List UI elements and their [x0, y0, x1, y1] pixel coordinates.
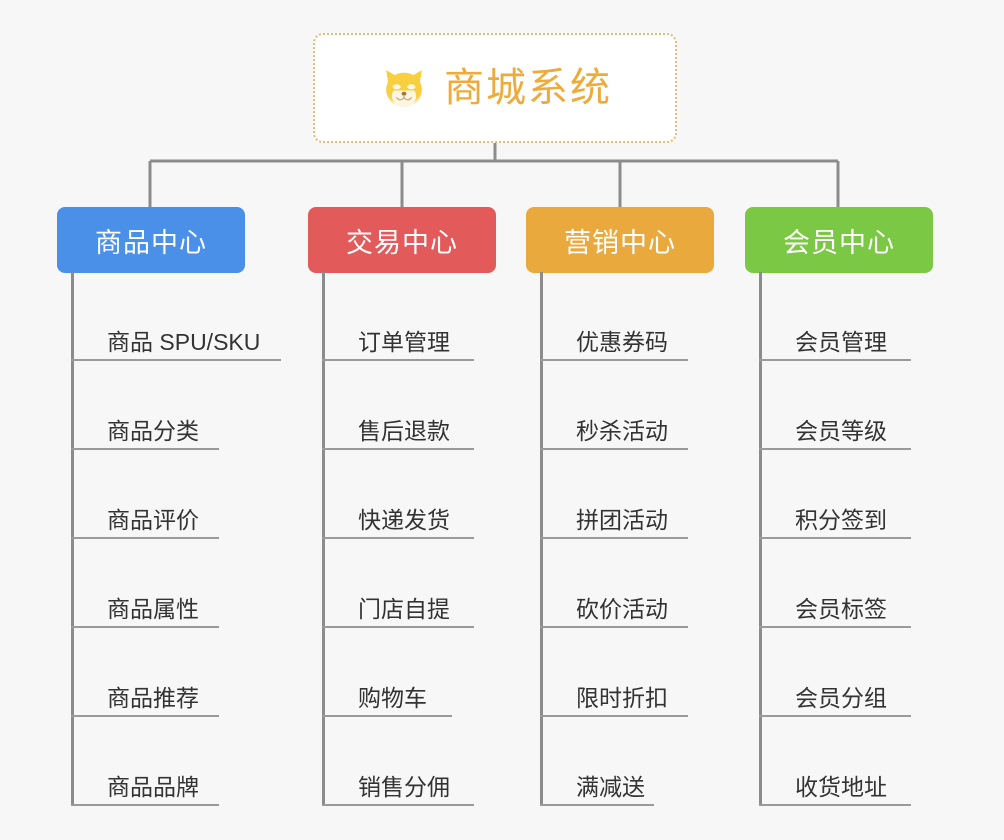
leaf-underline — [759, 715, 911, 717]
leaf-label: 满减送 — [576, 773, 645, 800]
root-node[interactable]: 商城系统 — [313, 33, 677, 143]
leaf-label: 销售分佣 — [358, 773, 450, 800]
leaf-item[interactable]: 商品评价 — [71, 450, 270, 539]
leaf-item[interactable]: 购物车 — [322, 628, 460, 717]
leaf-item[interactable]: 商品品牌 — [71, 717, 270, 806]
leaf-underline — [540, 715, 688, 717]
leaf-underline — [322, 715, 452, 717]
leaf-label: 购物车 — [358, 684, 427, 711]
leaf-underline — [540, 359, 688, 361]
leaf-underline — [71, 626, 219, 628]
leaf-item[interactable]: 商品属性 — [71, 539, 270, 628]
column-trunk-line — [71, 272, 74, 806]
leaf-underline — [322, 804, 474, 806]
leaf-column-1: 商品 SPU/SKU 商品分类商品评价商品属性商品推荐商品品牌 — [71, 272, 281, 806]
leaf-label: 售后退款 — [358, 417, 450, 444]
leaf-label: 商品品牌 — [107, 773, 199, 800]
leaf-label: 商品分类 — [107, 417, 199, 444]
leaf-label: 商品属性 — [107, 595, 199, 622]
leaf-label: 会员标签 — [795, 595, 887, 622]
leaf-item[interactable]: 优惠券码 — [540, 272, 688, 361]
leaf-item[interactable]: 商品分类 — [71, 361, 270, 450]
leaf-item[interactable]: 订单管理 — [322, 272, 474, 361]
leaf-underline — [759, 359, 911, 361]
column-trunk-line — [540, 272, 543, 806]
leaf-underline — [540, 537, 688, 539]
leaf-underline — [71, 804, 219, 806]
leaf-item[interactable]: 门店自提 — [322, 539, 474, 628]
leaf-label: 商品评价 — [107, 506, 199, 533]
leaf-label: 积分签到 — [795, 506, 887, 533]
leaf-label: 会员管理 — [795, 328, 887, 355]
category-node-2[interactable]: 交易中心 — [308, 207, 496, 273]
column-trunk-line — [322, 272, 325, 806]
leaf-item[interactable]: 拼团活动 — [540, 450, 688, 539]
category-node-4[interactable]: 会员中心 — [745, 207, 933, 273]
shiba-dog-face-icon — [386, 70, 422, 108]
leaf-label: 会员分组 — [795, 684, 887, 711]
leaf-underline — [322, 537, 474, 539]
category-node-3[interactable]: 营销中心 — [526, 207, 714, 273]
leaf-label: 快递发货 — [358, 506, 450, 533]
leaf-underline — [71, 359, 281, 361]
leaf-underline — [540, 626, 688, 628]
leaf-item[interactable]: 收货地址 — [759, 717, 911, 806]
leaf-item[interactable]: 限时折扣 — [540, 628, 688, 717]
leaf-label: 砍价活动 — [576, 595, 668, 622]
leaf-item[interactable]: 砍价活动 — [540, 539, 688, 628]
leaf-label: 商品推荐 — [107, 684, 199, 711]
leaf-underline — [759, 537, 911, 539]
category-label: 交易中心 — [346, 227, 458, 258]
leaf-label: 优惠券码 — [576, 328, 668, 355]
leaf-item[interactable]: 会员等级 — [759, 361, 911, 450]
leaf-underline — [759, 804, 911, 806]
column-trunk-line — [759, 272, 762, 806]
leaf-underline — [322, 448, 474, 450]
leaf-underline — [322, 626, 474, 628]
leaf-item[interactable]: 秒杀活动 — [540, 361, 688, 450]
leaf-label: 拼团活动 — [576, 506, 668, 533]
leaf-item[interactable]: 售后退款 — [322, 361, 474, 450]
leaf-label: 收货地址 — [795, 773, 887, 800]
leaf-underline — [71, 715, 219, 717]
category-label: 会员中心 — [783, 227, 895, 258]
leaf-underline — [71, 448, 219, 450]
leaf-label: 限时折扣 — [576, 684, 668, 711]
leaf-column-2: 订单管理售后退款快递发货门店自提购物车销售分佣 — [322, 272, 474, 806]
leaf-label: 订单管理 — [358, 328, 450, 355]
leaf-item[interactable]: 会员标签 — [759, 539, 911, 628]
leaf-item[interactable]: 会员分组 — [759, 628, 911, 717]
leaf-item[interactable]: 积分签到 — [759, 450, 911, 539]
leaf-item[interactable]: 销售分佣 — [322, 717, 474, 806]
leaf-item[interactable]: 满减送 — [540, 717, 678, 806]
leaf-label: 商品 SPU/SKU — [107, 328, 261, 355]
leaf-underline — [540, 448, 688, 450]
leaf-item[interactable]: 商品 SPU/SKU — [71, 272, 281, 361]
leaf-underline — [540, 804, 654, 806]
leaf-item[interactable]: 会员管理 — [759, 272, 911, 361]
category-label: 营销中心 — [564, 227, 676, 258]
leaf-underline — [71, 537, 219, 539]
root-title: 商城系统 — [444, 66, 612, 110]
leaf-item[interactable]: 快递发货 — [322, 450, 474, 539]
leaf-column-4: 会员管理会员等级积分签到会员标签会员分组收货地址 — [759, 272, 911, 806]
category-node-1[interactable]: 商品中心 — [57, 207, 245, 273]
leaf-underline — [759, 448, 911, 450]
leaf-label: 门店自提 — [358, 595, 450, 622]
leaf-underline — [322, 359, 474, 361]
category-label: 商品中心 — [95, 227, 207, 258]
leaf-item[interactable]: 商品推荐 — [71, 628, 270, 717]
leaf-label: 会员等级 — [795, 417, 887, 444]
leaf-label: 秒杀活动 — [576, 417, 668, 444]
leaf-column-3: 优惠券码秒杀活动拼团活动砍价活动限时折扣满减送 — [540, 272, 688, 806]
leaf-underline — [759, 626, 911, 628]
